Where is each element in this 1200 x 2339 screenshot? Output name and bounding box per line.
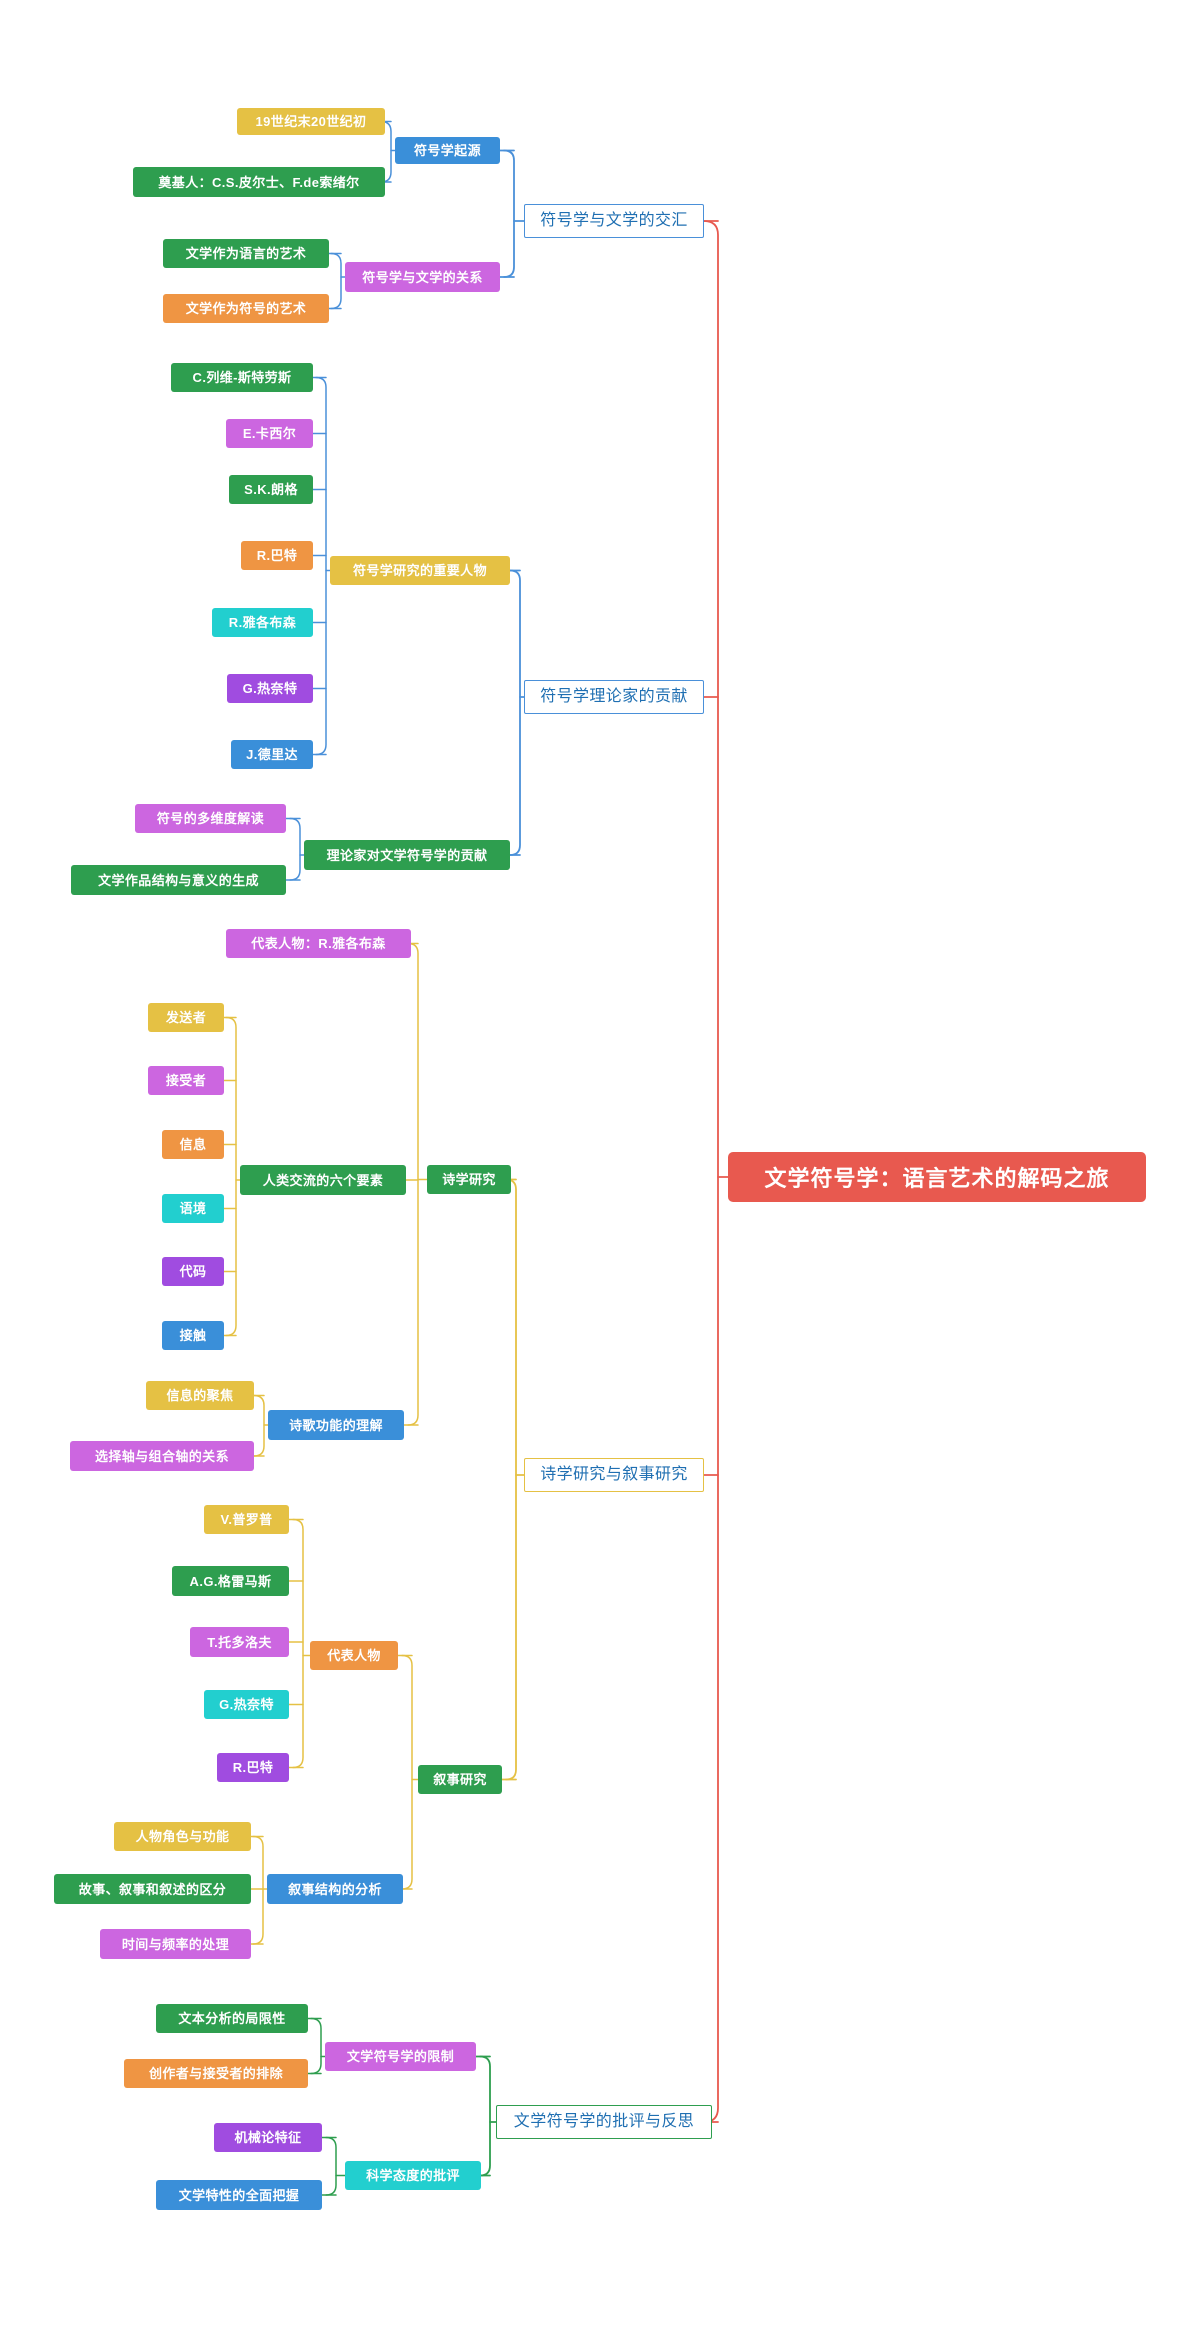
node-1-0-0[interactable]: C.列维-斯特劳斯 xyxy=(171,363,313,392)
node-1-1-1[interactable]: 文学作为符号的艺术 xyxy=(163,294,329,323)
node-1-0-5[interactable]: G.热奈特 xyxy=(227,674,313,703)
node-2-1-5[interactable]: 接触 xyxy=(162,1321,224,1350)
node-1-0-2[interactable]: 诗歌功能的理解 xyxy=(268,1410,404,1440)
node-0-2-1[interactable]: 叙事研究 xyxy=(418,1765,502,1794)
node-0-2-0[interactable]: 诗学研究 xyxy=(427,1165,511,1194)
node-1-1-1[interactable]: 文学特性的全面把握 xyxy=(156,2180,322,2210)
node-0-0-1[interactable]: 符号学与文学的关系 xyxy=(345,262,500,292)
node-2-1-2[interactable]: 信息 xyxy=(162,1130,224,1159)
node-1-0-4[interactable]: R.雅各布森 xyxy=(212,608,313,637)
node-1-1-0[interactable]: 机械论特征 xyxy=(214,2123,322,2152)
node-1-0-6[interactable]: J.德里达 xyxy=(231,740,313,769)
node-2-0-0[interactable]: V.普罗普 xyxy=(204,1505,289,1534)
branch-b4[interactable]: 文学符号学的批评与反思 xyxy=(496,2105,712,2139)
node-2-2-0[interactable]: 信息的聚焦 xyxy=(146,1381,254,1410)
node-0-1-1[interactable]: 理论家对文学符号学的贡献 xyxy=(304,840,510,870)
node-1-1-0[interactable]: 文学作为语言的艺术 xyxy=(163,239,329,268)
node-2-0-3[interactable]: G.热奈特 xyxy=(204,1690,289,1719)
node-1-1-0[interactable]: 代表人物 xyxy=(310,1641,398,1670)
node-1-0-1[interactable]: 奠基人：C.S.皮尔士、F.de索绪尔 xyxy=(133,167,385,197)
node-1-0-1[interactable]: E.卡西尔 xyxy=(226,419,313,448)
node-2-1-0[interactable]: 人物角色与功能 xyxy=(114,1822,251,1851)
node-2-0-1[interactable]: A.G.格雷马斯 xyxy=(172,1566,289,1596)
branch-b3[interactable]: 诗学研究与叙事研究 xyxy=(524,1458,704,1492)
node-2-1-3[interactable]: 语境 xyxy=(162,1194,224,1223)
node-1-0-0[interactable]: 代表人物：R.雅各布森 xyxy=(226,929,411,958)
branch-b1[interactable]: 符号学与文学的交汇 xyxy=(524,204,704,238)
node-1-1-1[interactable]: 文学作品结构与意义的生成 xyxy=(71,865,286,895)
node-2-0-2[interactable]: T.托多洛夫 xyxy=(190,1627,289,1657)
node-2-2-1[interactable]: 选择轴与组合轴的关系 xyxy=(70,1441,254,1471)
node-2-1-2[interactable]: 时间与频率的处理 xyxy=(100,1929,251,1959)
node-1-0-1[interactable]: 人类交流的六个要素 xyxy=(240,1165,406,1195)
node-2-1-1[interactable]: 接受者 xyxy=(148,1066,224,1095)
node-1-1-1[interactable]: 叙事结构的分析 xyxy=(267,1874,403,1904)
node-0-3-1[interactable]: 科学态度的批评 xyxy=(345,2161,481,2190)
node-0-3-0[interactable]: 文学符号学的限制 xyxy=(325,2042,476,2071)
node-1-1-0[interactable]: 符号的多维度解读 xyxy=(135,804,286,833)
node-2-0-4[interactable]: R.巴特 xyxy=(217,1753,289,1782)
node-1-0-0[interactable]: 文本分析的局限性 xyxy=(156,2004,308,2033)
node-0-0-0[interactable]: 符号学起源 xyxy=(395,137,500,164)
branch-b2[interactable]: 符号学理论家的贡献 xyxy=(524,680,704,714)
root-node[interactable]: 文学符号学：语言艺术的解码之旅 xyxy=(728,1152,1146,1202)
node-1-0-1[interactable]: 创作者与接受者的排除 xyxy=(124,2059,308,2088)
node-2-1-1[interactable]: 故事、叙事和叙述的区分 xyxy=(54,1874,251,1904)
node-2-1-4[interactable]: 代码 xyxy=(162,1257,224,1286)
node-1-0-3[interactable]: R.巴特 xyxy=(241,541,313,570)
node-1-0-2[interactable]: S.K.朗格 xyxy=(229,475,313,504)
node-2-1-0[interactable]: 发送者 xyxy=(148,1003,224,1032)
node-1-0-0[interactable]: 19世纪末20世纪初 xyxy=(237,108,385,135)
node-0-1-0[interactable]: 符号学研究的重要人物 xyxy=(330,556,510,585)
